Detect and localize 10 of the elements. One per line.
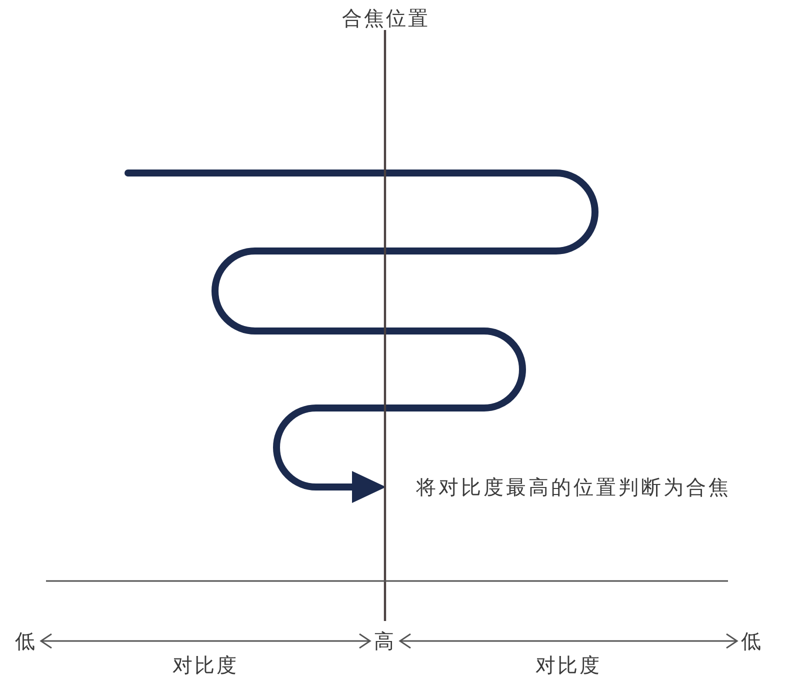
scale-end-label: 高 bbox=[374, 629, 396, 653]
edge-label: 对比度 bbox=[536, 653, 602, 677]
scale-end-label: 低 bbox=[15, 629, 37, 653]
arrow bbox=[124, 170, 598, 503]
edge-label: 对比度 bbox=[172, 653, 238, 677]
axis-label: 合焦位置 bbox=[342, 6, 430, 30]
double-arrow bbox=[40, 633, 371, 649]
double-arrow bbox=[399, 633, 738, 649]
annotation-text: 将对比度最高的位置判断为合焦 bbox=[416, 475, 731, 499]
scale-end-label: 低 bbox=[741, 629, 763, 653]
